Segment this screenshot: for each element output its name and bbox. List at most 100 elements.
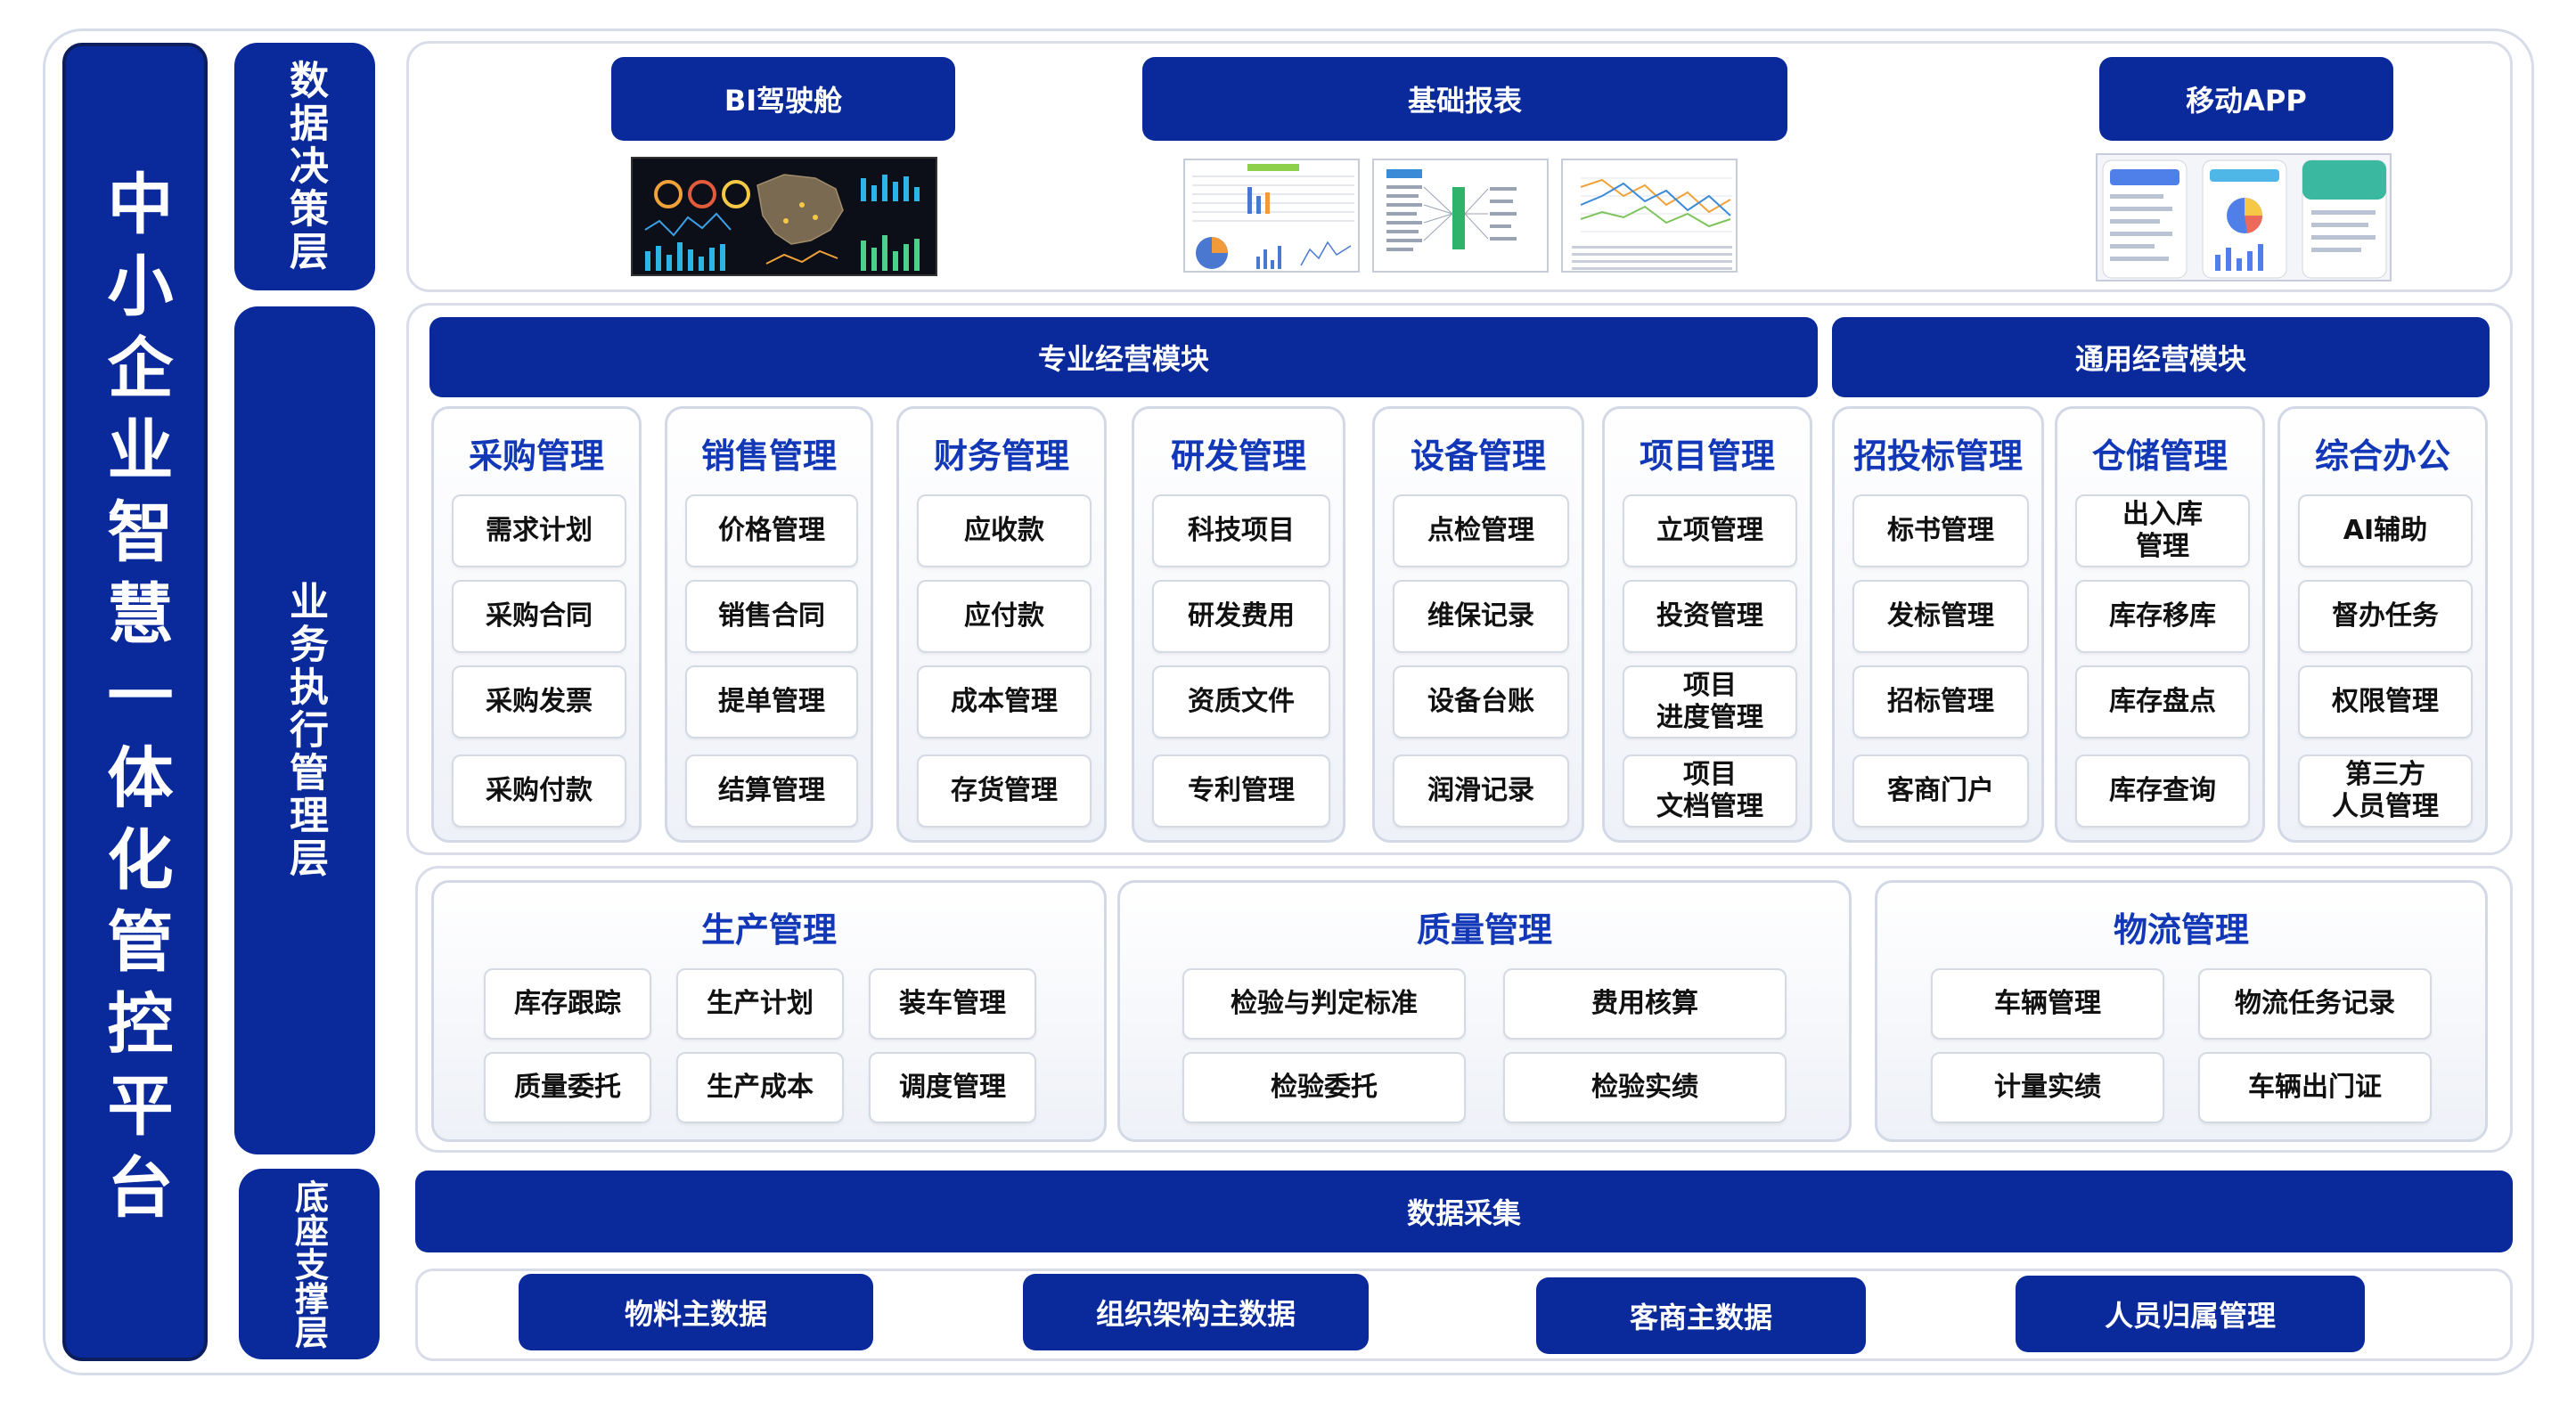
bi-dashboard-graphic: [633, 159, 936, 274]
module-item-bidding-1[interactable]: 标书管理: [1852, 494, 2029, 567]
module-item-bidding-2[interactable]: 发标管理: [1852, 580, 2029, 653]
professional-modules-bar: 专业经营模块: [429, 317, 1818, 397]
basic-reports-button[interactable]: 基础报表: [1142, 57, 1787, 141]
module-title-office: 综合办公: [2314, 436, 2450, 476]
outer-frame: [43, 29, 2534, 1375]
module-item-bidding-4[interactable]: 客商门户: [1852, 755, 2029, 828]
module-item-sales-2[interactable]: 销售合同: [685, 580, 858, 653]
module-title-finance: 财务管理: [933, 436, 1069, 476]
module-item-equipment-2[interactable]: 维保记录: [1393, 580, 1569, 653]
personnel-assignment-button[interactable]: 人员归属管理: [2016, 1276, 2365, 1352]
bi-cockpit-button[interactable]: BI驾驶舱: [611, 57, 955, 141]
report-thumbnail-flow: [1372, 159, 1549, 273]
platform-title-strip: 中小企业智慧一体化管控平台: [62, 43, 208, 1361]
module-title-bidding: 招投标管理: [1852, 436, 2023, 476]
quality-module: 质量管理 检验与判定标准 费用核算 检验委托 检验实绩: [1117, 880, 1852, 1142]
general-modules-bar: 通用经营模块: [1832, 317, 2490, 397]
module-item-finance-1[interactable]: 应收款: [917, 494, 1092, 567]
module-item-equipment-1[interactable]: 点检管理: [1393, 494, 1569, 567]
module-item-warehouse-3[interactable]: 库存盘点: [2075, 665, 2250, 738]
platform-title: 中小企业智慧一体化管控平台: [96, 169, 173, 1235]
material-master-data-button[interactable]: 物料主数据: [519, 1274, 873, 1350]
module-item-project-3[interactable]: 项目 进度管理: [1623, 665, 1797, 738]
quality-item-inspection-entrust[interactable]: 检验委托: [1182, 1052, 1466, 1123]
customer-supplier-master-data-button[interactable]: 客商主数据: [1536, 1277, 1866, 1354]
module-item-finance-3[interactable]: 成本管理: [917, 665, 1092, 738]
report-table-graphic: [1192, 164, 1354, 269]
module-item-warehouse-1[interactable]: 出入库 管理: [2075, 494, 2250, 567]
mobile-app-thumbnail: [2096, 153, 2392, 281]
mobile-app-graphic: [2102, 159, 2387, 279]
quality-item-cost-accounting[interactable]: 费用核算: [1503, 968, 1787, 1040]
module-card-equipment: 设备管理点检管理维保记录设备台账润滑记录: [1372, 406, 1584, 843]
module-card-warehouse: 仓储管理出入库 管理库存移库库存盘点库存查询: [2055, 406, 2265, 843]
module-item-project-1[interactable]: 立项管理: [1623, 494, 1797, 567]
report-flow-graphic: [1386, 169, 1517, 251]
org-structure-master-data-button[interactable]: 组织架构主数据: [1023, 1274, 1369, 1350]
mobile-app-button[interactable]: 移动APP: [2099, 57, 2393, 141]
module-item-office-4[interactable]: 第三方 人员管理: [2298, 755, 2473, 828]
bi-dashboard-thumbnail: [631, 157, 937, 276]
module-item-finance-2[interactable]: 应付款: [917, 580, 1092, 653]
quality-item-inspection-results[interactable]: 检验实绩: [1503, 1052, 1787, 1123]
module-item-warehouse-2[interactable]: 库存移库: [2075, 580, 2250, 653]
module-title-sales: 销售管理: [700, 436, 837, 476]
report-lines-graphic: [1572, 177, 1732, 270]
module-item-office-3[interactable]: 权限管理: [2298, 665, 2473, 738]
report-thumbnail-table: [1183, 159, 1360, 273]
layer-label-foundation: 底座支撑层: [239, 1169, 380, 1359]
module-item-office-2[interactable]: 督办任务: [2298, 580, 2473, 653]
module-item-warehouse-4[interactable]: 库存查询: [2075, 755, 2250, 828]
module-item-procurement-4[interactable]: 采购付款: [452, 755, 626, 828]
quality-item-inspection-standard[interactable]: 检验与判定标准: [1182, 968, 1466, 1040]
logistics-item-metering[interactable]: 计量实绩: [1931, 1052, 2164, 1123]
module-item-bidding-3[interactable]: 招标管理: [1852, 665, 2029, 738]
production-item-production-cost[interactable]: 生产成本: [676, 1052, 844, 1123]
module-item-procurement-3[interactable]: 采购发票: [452, 665, 626, 738]
module-item-procurement-1[interactable]: 需求计划: [452, 494, 626, 567]
module-item-sales-4[interactable]: 结算管理: [685, 755, 858, 828]
module-title-procurement: 采购管理: [468, 436, 604, 476]
module-item-office-1[interactable]: AI辅助: [2298, 494, 2473, 567]
production-item-loading[interactable]: 装车管理: [869, 968, 1036, 1040]
logistics-item-exit-pass[interactable]: 车辆出门证: [2198, 1052, 2432, 1123]
module-item-equipment-4[interactable]: 润滑记录: [1393, 755, 1569, 828]
module-item-procurement-2[interactable]: 采购合同: [452, 580, 626, 653]
production-item-dispatch[interactable]: 调度管理: [869, 1052, 1036, 1123]
module-title-quality: 质量管理: [1416, 910, 1552, 950]
logistics-item-task-record[interactable]: 物流任务记录: [2198, 968, 2432, 1040]
module-item-sales-3[interactable]: 提单管理: [685, 665, 858, 738]
module-title-rnd: 研发管理: [1170, 436, 1306, 476]
layer-label-execution: 业务执行管理层: [234, 306, 375, 1154]
module-title-logistics: 物流管理: [2113, 910, 2249, 950]
module-item-project-4[interactable]: 项目 文档管理: [1623, 755, 1797, 828]
module-title-project: 项目管理: [1639, 436, 1775, 476]
module-title-warehouse: 仓储管理: [2091, 436, 2228, 476]
module-card-finance: 财务管理应收款应付款成本管理存货管理: [896, 406, 1107, 843]
logistics-module: 物流管理 车辆管理 物流任务记录 计量实绩 车辆出门证: [1875, 880, 2488, 1142]
module-title-equipment: 设备管理: [1410, 436, 1546, 476]
module-item-project-2[interactable]: 投资管理: [1623, 580, 1797, 653]
production-item-quality-entrust[interactable]: 质量委托: [484, 1052, 651, 1123]
module-item-rnd-4[interactable]: 专利管理: [1152, 755, 1330, 828]
production-module: 生产管理 库存跟踪 生产计划 装车管理 质量委托 生产成本 调度管理: [431, 880, 1107, 1142]
logistics-item-vehicle[interactable]: 车辆管理: [1931, 968, 2164, 1040]
module-item-sales-1[interactable]: 价格管理: [685, 494, 858, 567]
module-item-equipment-3[interactable]: 设备台账: [1393, 665, 1569, 738]
module-item-finance-4[interactable]: 存货管理: [917, 755, 1092, 828]
data-collection-bar: 数据采集: [415, 1171, 2513, 1252]
module-card-office: 综合办公 AI辅助督办任务权限管理第三方 人员管理: [2278, 406, 2488, 843]
module-card-rnd: 研发管理科技项目研发费用资质文件专利管理: [1132, 406, 1345, 843]
module-card-project: 项目管理立项管理投资管理项目 进度管理项目 文档管理: [1602, 406, 1812, 843]
module-item-rnd-1[interactable]: 科技项目: [1152, 494, 1330, 567]
module-card-bidding: 招投标管理标书管理发标管理招标管理客商门户: [1832, 406, 2044, 843]
module-card-procurement: 采购管理需求计划采购合同采购发票采购付款: [431, 406, 642, 843]
layer-label-decision: 数据决策层: [234, 43, 375, 290]
module-title-production: 生产管理: [700, 910, 837, 950]
production-item-inventory-tracking[interactable]: 库存跟踪: [484, 968, 651, 1040]
module-item-rnd-3[interactable]: 资质文件: [1152, 665, 1330, 738]
module-item-rnd-2[interactable]: 研发费用: [1152, 580, 1330, 653]
module-card-sales: 销售管理价格管理销售合同提单管理结算管理: [665, 406, 873, 843]
production-item-production-plan[interactable]: 生产计划: [676, 968, 844, 1040]
report-thumbnail-lines: [1561, 159, 1738, 273]
